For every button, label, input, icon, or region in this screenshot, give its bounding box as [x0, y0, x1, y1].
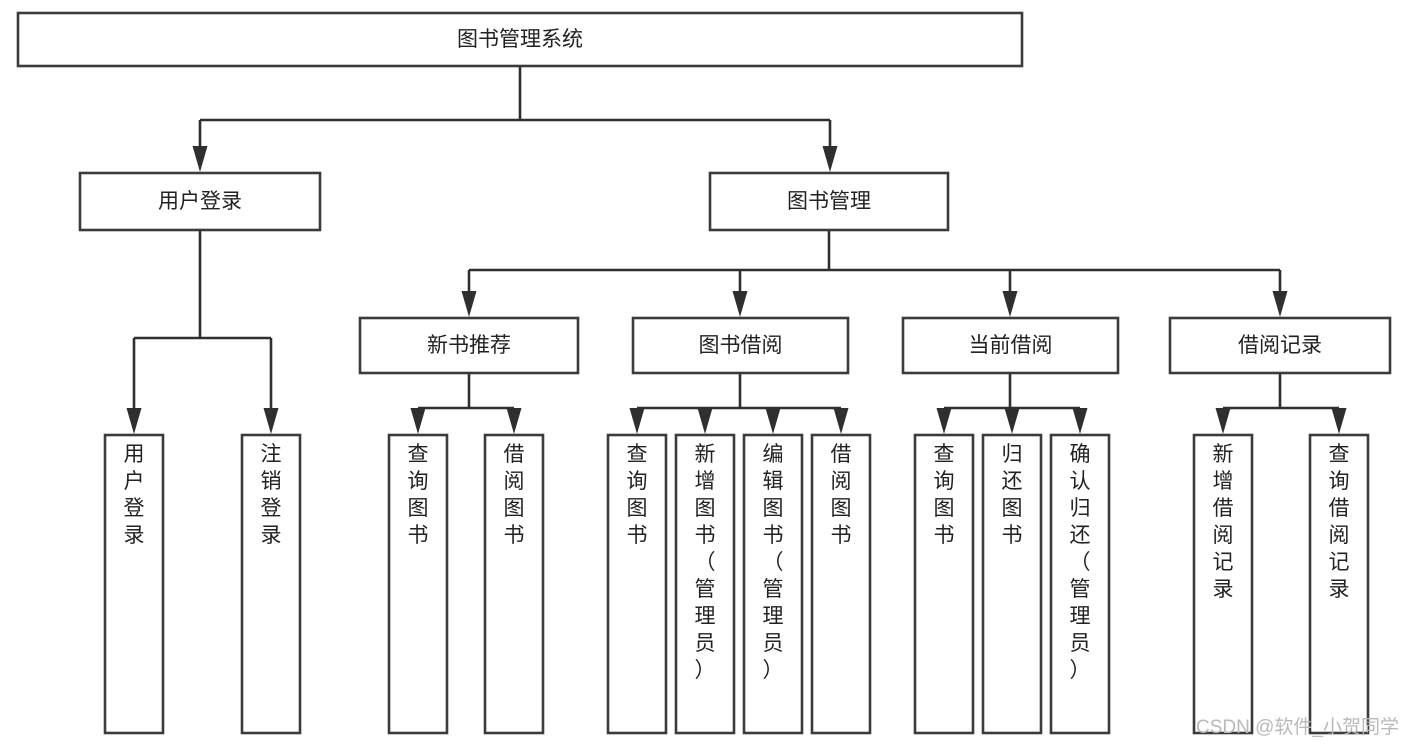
connectors-layer — [126, 66, 1347, 434]
node-box-leaf-borrow-book[interactable] — [810, 433, 872, 735]
node-box-user-login[interactable] — [78, 171, 322, 232]
node-box-leaf-query-borrow-record[interactable] — [1308, 433, 1370, 735]
node-label-leaf-add-book: 新增图书（管理员） — [695, 443, 716, 682]
node-leaf-borrow-book-recommend[interactable]: 借阅图书 — [483, 433, 545, 735]
node-box-leaf-logout[interactable] — [240, 433, 302, 735]
csdn-watermark: CSDN @软件_小贺同学 — [1196, 716, 1399, 738]
connector-conn-new-book-recommend — [410, 373, 522, 434]
node-box-leaf-return-book[interactable] — [981, 433, 1043, 735]
node-book-borrow[interactable]: 图书借阅 — [631, 316, 850, 375]
node-leaf-edit-book[interactable]: 编辑图书（管理员） — [742, 433, 804, 735]
node-box-book-management[interactable] — [708, 171, 950, 232]
node-box-leaf-borrow-book-recommend[interactable] — [483, 433, 545, 735]
node-leaf-add-book[interactable]: 新增图书（管理员） — [674, 433, 736, 735]
node-label-leaf-borrow-book: 借阅图书 — [831, 443, 852, 547]
node-box-leaf-query-book-borrow[interactable] — [606, 433, 668, 735]
node-box-current-borrow[interactable] — [901, 316, 1120, 375]
node-current-borrow[interactable]: 当前借阅 — [901, 316, 1120, 375]
node-box-leaf-add-book[interactable] — [674, 433, 736, 735]
node-book-management[interactable]: 图书管理 — [708, 171, 950, 232]
node-box-leaf-query-book-current[interactable] — [913, 433, 975, 735]
node-borrow-record[interactable]: 借阅记录 — [1168, 316, 1392, 375]
node-leaf-user-login[interactable]: 用户登录 — [103, 433, 165, 735]
node-box-book-borrow[interactable] — [631, 316, 850, 375]
node-label-user-login: 用户登录 — [158, 190, 242, 213]
node-label-borrow-record: 借阅记录 — [1238, 334, 1322, 357]
node-user-login[interactable]: 用户登录 — [78, 171, 322, 232]
node-box-leaf-query-book-recommend[interactable] — [387, 433, 449, 735]
node-label-leaf-query-book-borrow: 查询图书 — [627, 443, 648, 547]
node-label-leaf-borrow-book-recommend: 借阅图书 — [504, 443, 525, 547]
node-box-borrow-record[interactable] — [1168, 316, 1392, 375]
node-label-leaf-user-login: 用户登录 — [124, 443, 145, 547]
node-box-root[interactable] — [16, 11, 1024, 68]
connector-conn-user-login — [126, 230, 279, 434]
node-label-leaf-return-book: 归还图书 — [1002, 443, 1023, 547]
node-leaf-query-book-recommend[interactable]: 查询图书 — [387, 433, 449, 735]
node-label-leaf-query-book-recommend: 查询图书 — [408, 443, 429, 547]
node-leaf-borrow-book[interactable]: 借阅图书 — [810, 433, 872, 735]
node-leaf-query-borrow-record[interactable]: 查询借阅记录 — [1308, 433, 1370, 735]
nodes-layer: 图书管理系统用户登录图书管理新书推荐图书借阅当前借阅借阅记录用户登录注销登录查询… — [16, 11, 1392, 735]
connector-conn-book-borrow — [629, 373, 849, 434]
connector-conn-current-borrow — [936, 373, 1088, 434]
node-label-root: 图书管理系统 — [457, 28, 583, 51]
node-root[interactable]: 图书管理系统 — [16, 11, 1024, 68]
node-leaf-add-borrow-record[interactable]: 新增借阅记录 — [1192, 433, 1254, 735]
connector-conn-root — [192, 66, 838, 172]
connector-conn-borrow-record — [1215, 373, 1347, 434]
node-box-leaf-user-login[interactable] — [103, 433, 165, 735]
node-label-leaf-edit-book: 编辑图书（管理员） — [763, 443, 784, 682]
node-label-new-book-recommend: 新书推荐 — [427, 334, 511, 357]
connector-conn-book-management — [461, 230, 1288, 317]
node-box-leaf-edit-book[interactable] — [742, 433, 804, 735]
node-box-new-book-recommend[interactable] — [358, 316, 580, 375]
node-box-leaf-confirm-return[interactable] — [1049, 433, 1111, 735]
node-label-current-borrow: 当前借阅 — [969, 334, 1053, 357]
node-leaf-confirm-return[interactable]: 确认归还（管理员） — [1049, 433, 1111, 735]
node-new-book-recommend[interactable]: 新书推荐 — [358, 316, 580, 375]
node-label-leaf-add-borrow-record: 新增借阅记录 — [1213, 443, 1234, 601]
node-leaf-query-book-current[interactable]: 查询图书 — [913, 433, 975, 735]
node-label-leaf-confirm-return: 确认归还（管理员） — [1070, 443, 1091, 682]
node-leaf-logout[interactable]: 注销登录 — [240, 433, 302, 735]
node-leaf-query-book-borrow[interactable]: 查询图书 — [606, 433, 668, 735]
node-leaf-return-book[interactable]: 归还图书 — [981, 433, 1043, 735]
node-label-leaf-query-borrow-record: 查询借阅记录 — [1329, 443, 1350, 601]
node-label-book-management: 图书管理 — [787, 190, 871, 213]
node-label-leaf-query-book-current: 查询图书 — [934, 443, 955, 547]
node-box-leaf-add-borrow-record[interactable] — [1192, 433, 1254, 735]
node-label-book-borrow: 图书借阅 — [699, 334, 783, 357]
node-label-leaf-logout: 注销登录 — [261, 443, 282, 547]
